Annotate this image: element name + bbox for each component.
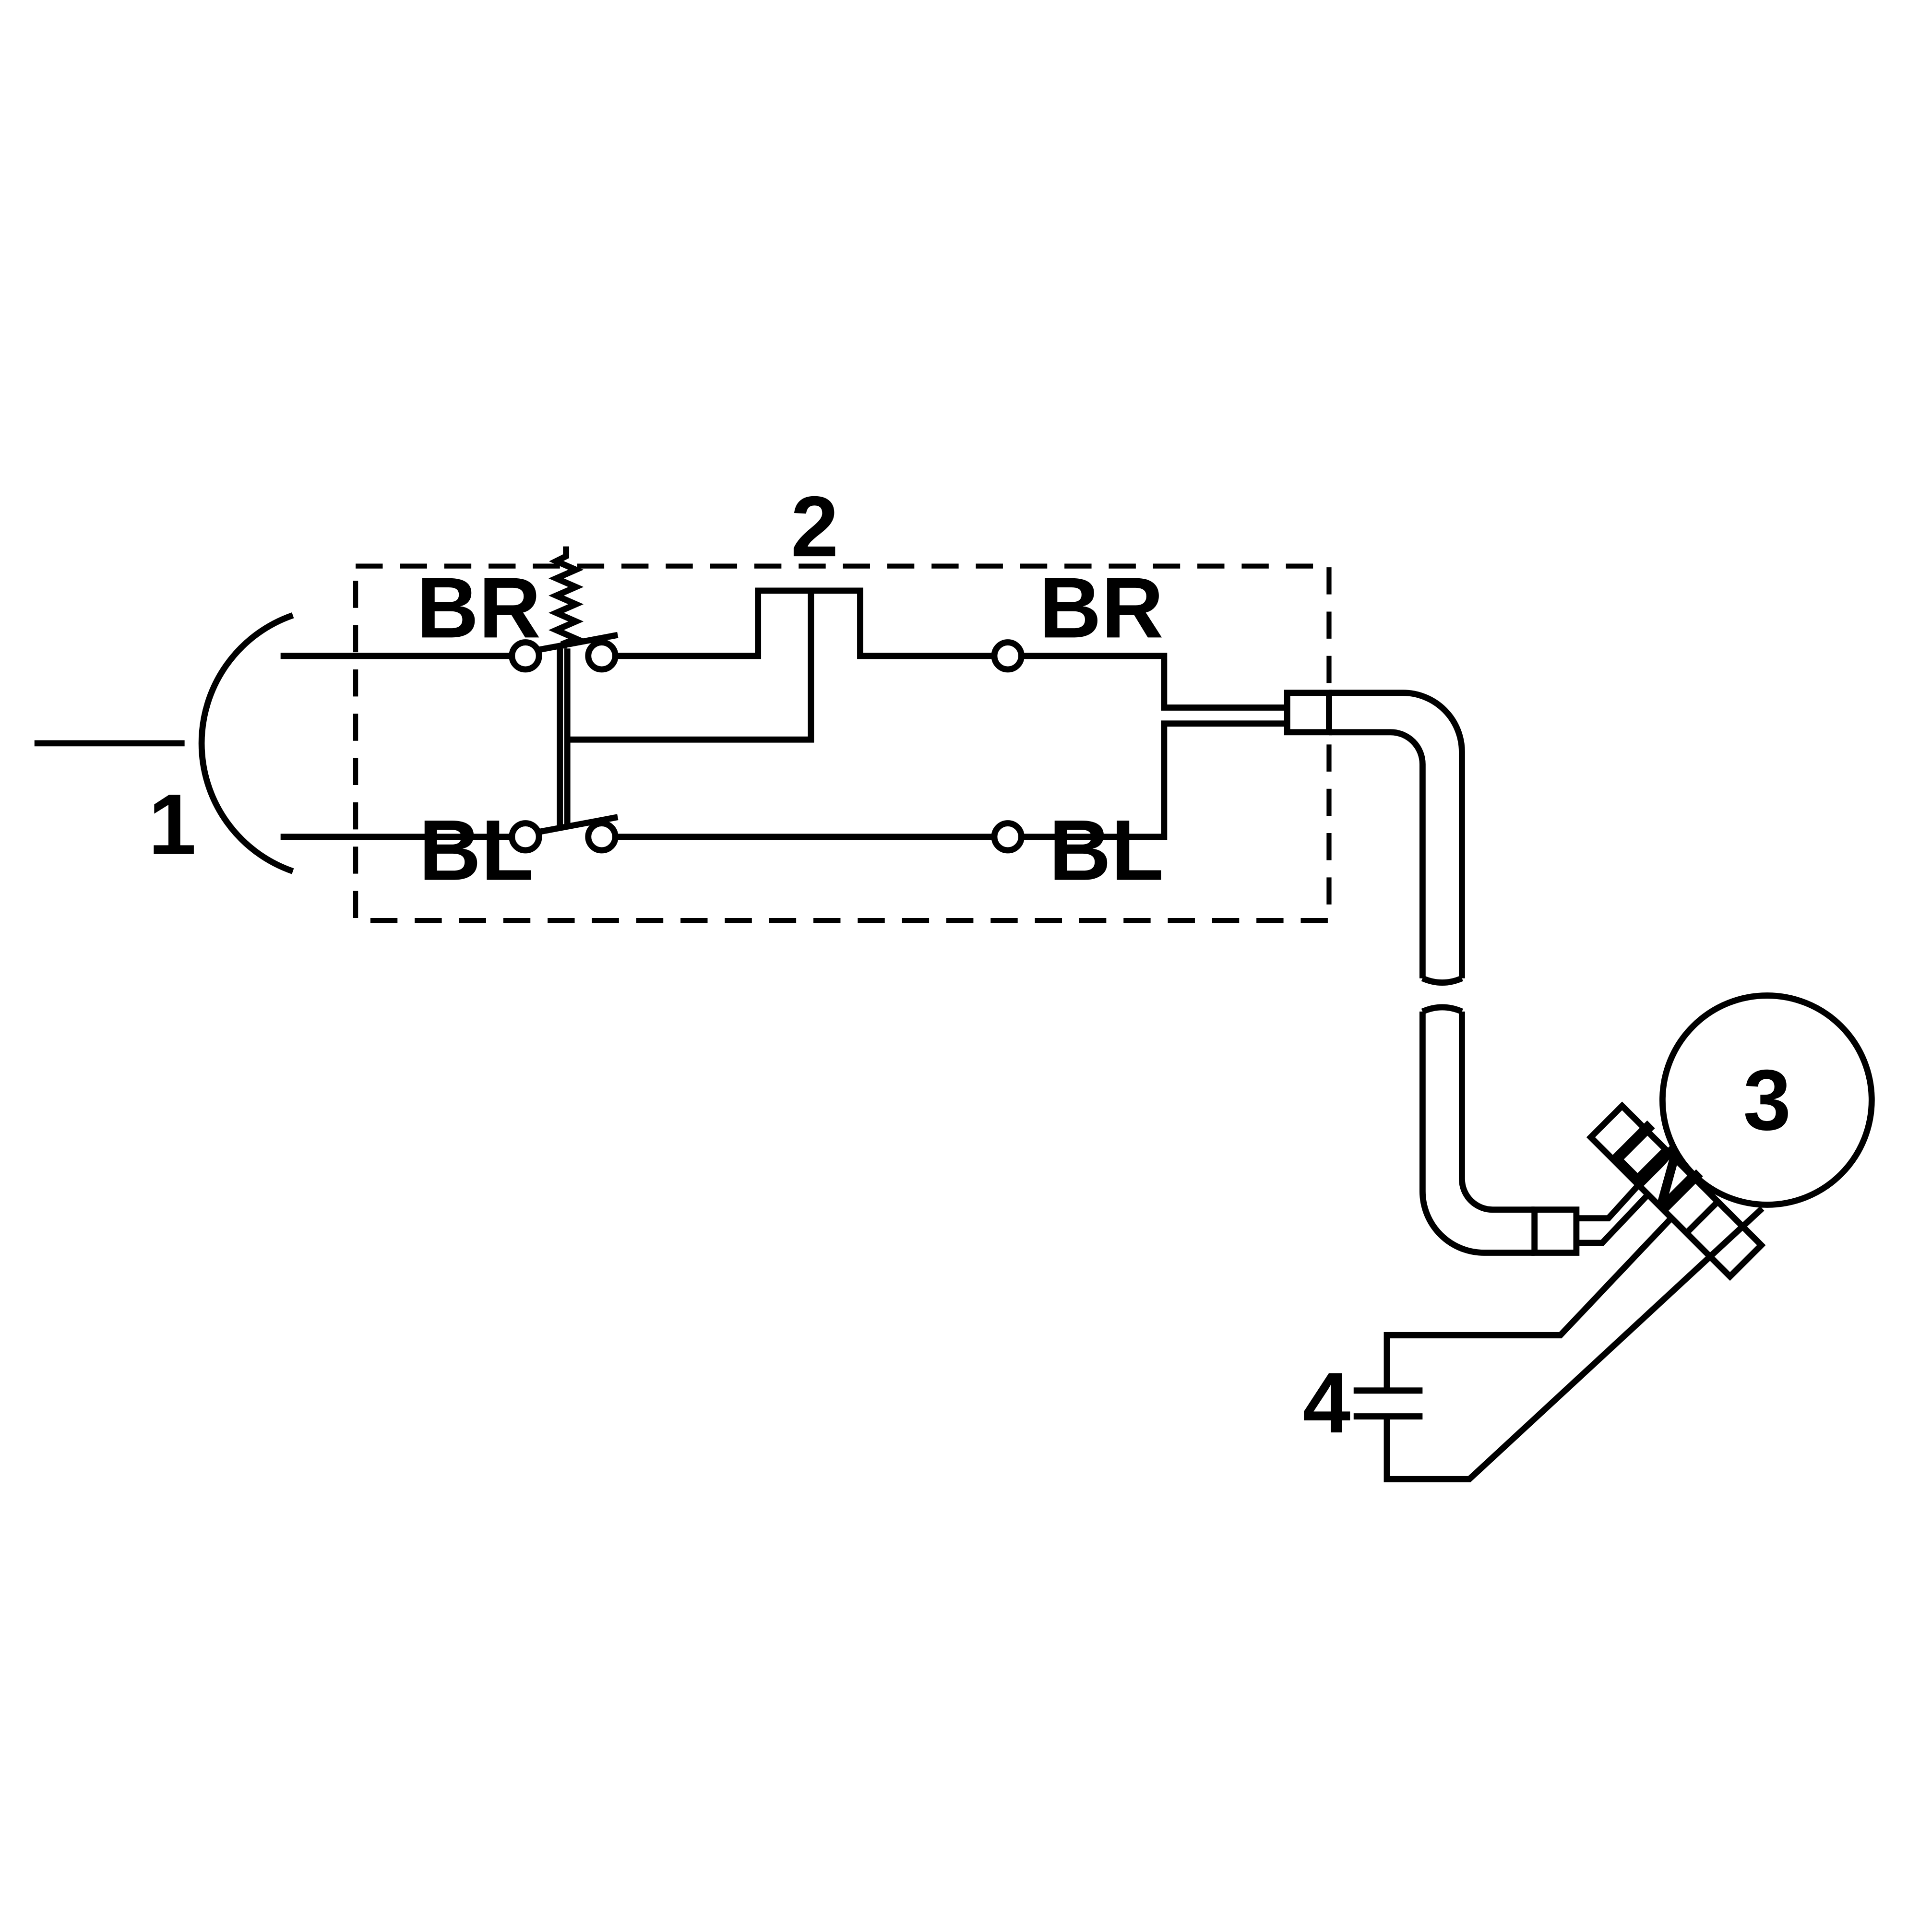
terminal-in-top xyxy=(509,639,542,673)
socket-label: 1 xyxy=(148,777,196,873)
terminal-label-out-bottom: BL xyxy=(1049,802,1164,898)
capacitor-wire-bottom xyxy=(1383,1206,1765,1482)
switch-box-label: 2 xyxy=(791,479,839,575)
top-wire-out xyxy=(1021,653,1288,711)
terminal-out-top xyxy=(991,639,1025,673)
core-line xyxy=(1576,1177,1646,1222)
motor-label: 3 xyxy=(1743,1052,1791,1148)
motor-symbol xyxy=(1659,992,1875,1208)
terminal-out-bottom xyxy=(991,820,1025,854)
top-wire-bridge xyxy=(615,587,994,659)
cable-upper-inner xyxy=(1329,729,1426,978)
switch-actuator xyxy=(557,648,571,827)
cable-upper-outer xyxy=(1329,690,1465,978)
switch-blade-bottom xyxy=(538,814,619,835)
terminal-label-in-top: BR xyxy=(417,560,541,656)
bridge-link-wire xyxy=(567,590,814,743)
terminal-switch-bottom xyxy=(585,820,619,854)
cable-lower-inner xyxy=(1459,1011,1535,1213)
terminal-label-out-top: BR xyxy=(1039,560,1163,656)
terminal-in-bottom xyxy=(509,820,542,854)
motor-terminal-block xyxy=(1586,1101,1766,1281)
cable-lower-outer xyxy=(1419,1011,1535,1256)
cable-break-top xyxy=(1421,975,1463,986)
core-neutral xyxy=(1576,1194,1649,1246)
bottom-wire-out xyxy=(1021,720,1288,840)
cable-gland xyxy=(1284,690,1332,736)
terminal-switch-top xyxy=(585,639,619,673)
switch-blade-top xyxy=(538,632,619,653)
capacitor-wire-top xyxy=(1383,1216,1674,1391)
cable-break-bottom xyxy=(1421,1004,1463,1014)
cable-end-sleeve xyxy=(1531,1206,1580,1256)
switch-spring xyxy=(549,546,584,649)
capacitor-label: 4 xyxy=(1302,1355,1350,1451)
plug-arc xyxy=(198,612,294,874)
plug-symbol xyxy=(34,612,514,874)
terminal-label-in-bottom: BL xyxy=(419,802,534,898)
